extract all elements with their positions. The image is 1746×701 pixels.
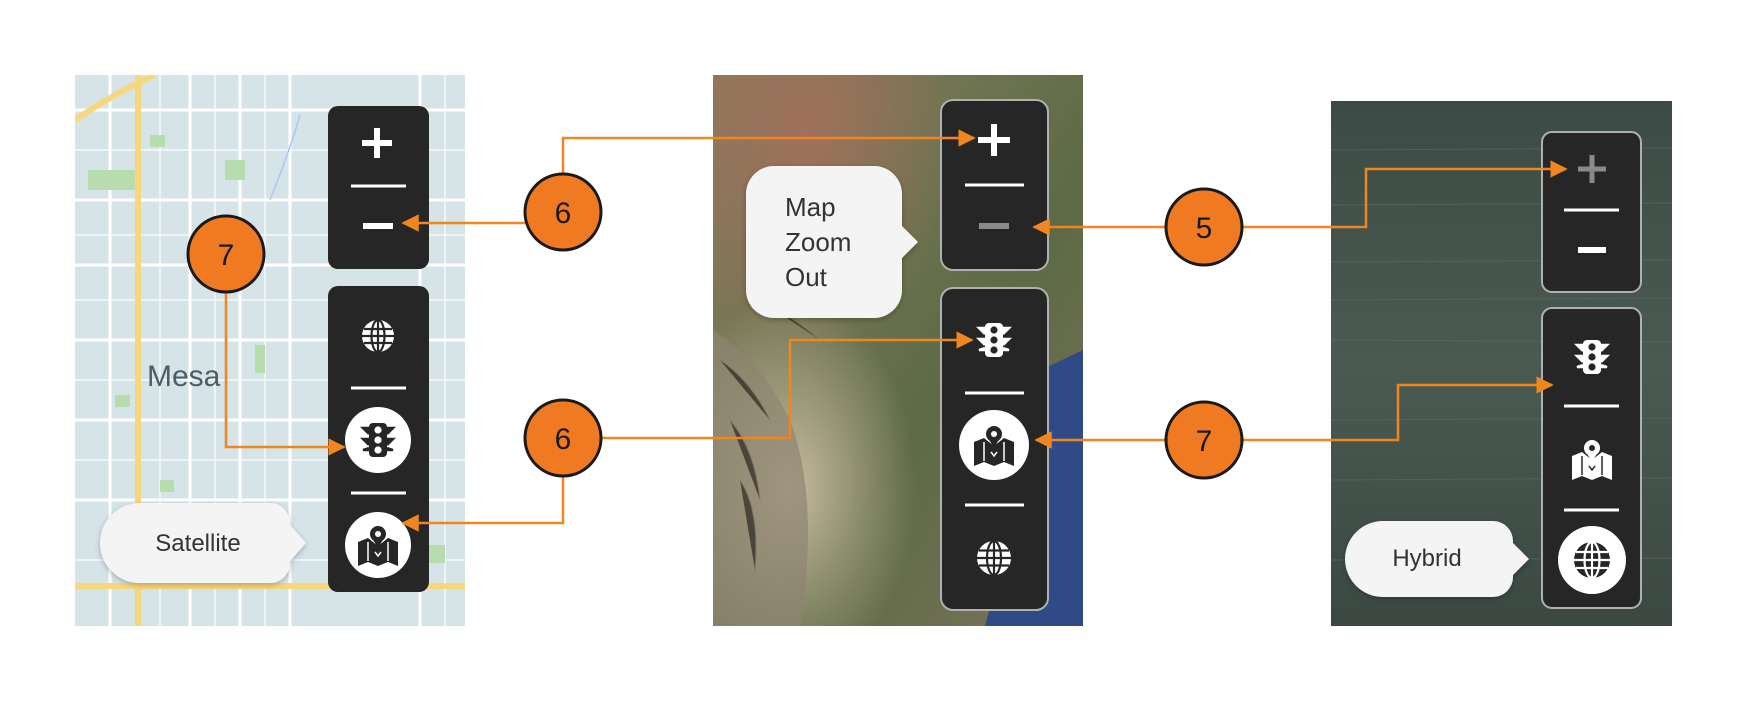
- map-icon: [974, 426, 1014, 466]
- callout-left-7: 7: [186, 214, 266, 294]
- globe-button[interactable]: [977, 539, 1011, 577]
- map-button[interactable]: [959, 410, 1029, 480]
- arrow-6-to-mid-plus: [561, 129, 976, 173]
- satellite-panel: Map Zoom Out: [713, 75, 1083, 626]
- globe-icon: [1574, 540, 1610, 580]
- tooltip-line-map: Map: [785, 192, 836, 222]
- globe-icon: [977, 539, 1011, 577]
- roadmap-panel: Mesa: [75, 75, 465, 626]
- callout-right-7: 7: [1164, 400, 1244, 480]
- arrow-6-to-mid-traffic: [601, 331, 974, 440]
- map-icon: [358, 526, 398, 566]
- traffic-button[interactable]: [975, 323, 1013, 357]
- tooltip-line-zoom: Zoom: [785, 227, 851, 257]
- map-type-toolbar: [940, 287, 1049, 611]
- zoom-control: [1541, 131, 1642, 293]
- plus-icon: [362, 128, 392, 158]
- arrow-7-to-right-traffic: [1242, 376, 1554, 442]
- traffic-button[interactable]: [345, 407, 411, 473]
- zoom-in-button[interactable]: [333, 110, 424, 170]
- zoom-control: [940, 99, 1049, 271]
- globe-button[interactable]: [362, 318, 394, 354]
- zoom-out-button[interactable]: [333, 195, 424, 255]
- satellite-tooltip-label: Satellite: [155, 530, 240, 557]
- arrow-left-7: [224, 292, 346, 456]
- zoom-in-button-disabled[interactable]: [1578, 155, 1606, 183]
- hybrid-panel: Hybrid: [1331, 101, 1672, 626]
- map-type-toolbar: [328, 286, 429, 592]
- callout-number: 6: [555, 197, 572, 230]
- traffic-light-icon: [1573, 340, 1611, 374]
- tooltip-line-out: Out: [785, 262, 828, 292]
- plus-icon: [1578, 155, 1606, 183]
- zoom-out-tooltip: [746, 166, 918, 318]
- map-icon: [1572, 440, 1612, 480]
- callout-number: 6: [555, 423, 572, 456]
- callout-mid-top-6: 6: [523, 172, 603, 252]
- arrows: [224, 129, 1568, 532]
- map-button[interactable]: [1572, 440, 1612, 480]
- satellite-tooltip: [100, 503, 306, 583]
- traffic-light-icon: [975, 323, 1013, 357]
- map-type-toolbar: [1541, 307, 1642, 609]
- arrow-5-to-right-plus: [1242, 160, 1568, 229]
- hybrid-tooltip-label: Hybrid: [1392, 545, 1461, 572]
- traffic-light-icon: [359, 423, 397, 457]
- map-button[interactable]: [345, 512, 411, 578]
- plus-icon: [978, 124, 1010, 156]
- globe-button[interactable]: [1558, 526, 1626, 594]
- callout-mid-bottom-6: 6: [523, 398, 603, 478]
- place-label-mesa: Mesa: [147, 360, 221, 393]
- arrow-6-to-left-map: [401, 477, 565, 532]
- callout-number: 7: [218, 239, 235, 272]
- callout-number: 5: [1196, 212, 1213, 245]
- callout-right-5: 5: [1164, 187, 1244, 267]
- globe-icon: [362, 318, 394, 354]
- callout-number: 7: [1196, 425, 1213, 458]
- hybrid-tooltip: [1345, 521, 1529, 597]
- zoom-in-button[interactable]: [978, 124, 1010, 156]
- traffic-button[interactable]: [1573, 340, 1611, 374]
- zoom-control: [328, 106, 429, 269]
